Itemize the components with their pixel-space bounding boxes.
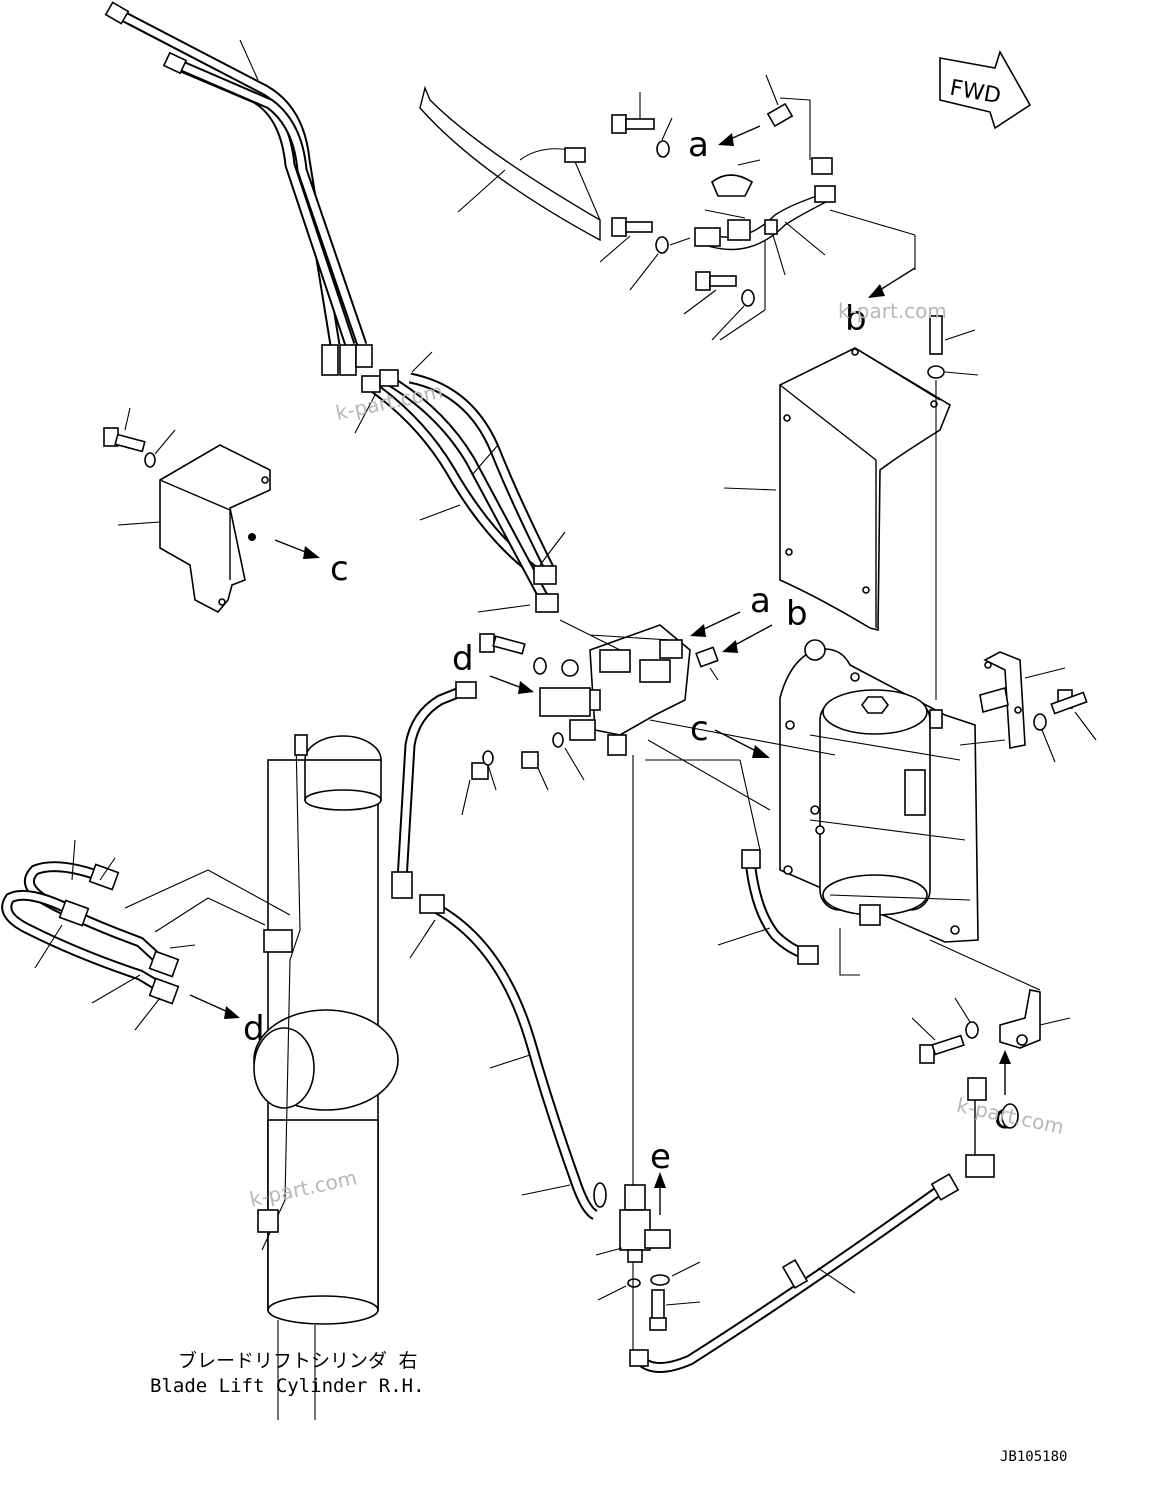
mounting-bracket-upper: [959, 651, 1097, 763]
arrow-a-valve: a: [690, 581, 771, 637]
wire-harness: [419, 74, 916, 341]
caption-english: Blade Lift Cylinder R.H.: [150, 1375, 425, 1397]
arrow-a-top: a: [688, 125, 761, 165]
caption-japanese: ブレードリフトシリンダ 右: [178, 1349, 417, 1372]
label-c-guard: c: [330, 549, 349, 589]
watermark-1: k-part.com: [838, 299, 947, 323]
return-hose: [409, 894, 607, 1220]
control-valve: [539, 619, 836, 851]
valve-to-cylinder-pipe: [391, 681, 477, 899]
arrow-d-valve: d: [452, 639, 534, 694]
harness-bolts: [599, 92, 755, 341]
label-c-valve: c: [690, 709, 709, 749]
cover-plate: [723, 315, 979, 700]
tee-fitting: e: [595, 755, 701, 1355]
fwd-arrow-icon: FWD: [939, 49, 1032, 130]
valve-supply-hoses: [354, 351, 566, 613]
label-b-valve: b: [786, 594, 808, 634]
label-e: e: [650, 1137, 671, 1177]
label-d-cylinder: d: [243, 1009, 265, 1049]
blade-lift-cylinder: [124, 734, 399, 1420]
arrow-b-valve: b: [722, 594, 808, 653]
label-b-top: b: [845, 299, 867, 339]
upper-hydraulic-pipes: [104, 1, 373, 376]
arrow-b-top: b: [845, 267, 916, 339]
label-a-top: a: [688, 125, 709, 165]
label-a-valve: a: [750, 581, 771, 621]
drawing-code: JB105180: [1000, 1449, 1067, 1465]
valve-bolts: [461, 633, 719, 816]
cylinder-hoses: d: [1, 839, 265, 1049]
electric-motor-pump: [779, 639, 979, 976]
arrow-c-valve: c: [690, 709, 770, 758]
hose-guard: c: [103, 407, 349, 614]
label-d-valve: d: [452, 639, 474, 679]
drain-hose: [629, 1077, 1019, 1373]
motor-hose: [717, 849, 819, 965]
